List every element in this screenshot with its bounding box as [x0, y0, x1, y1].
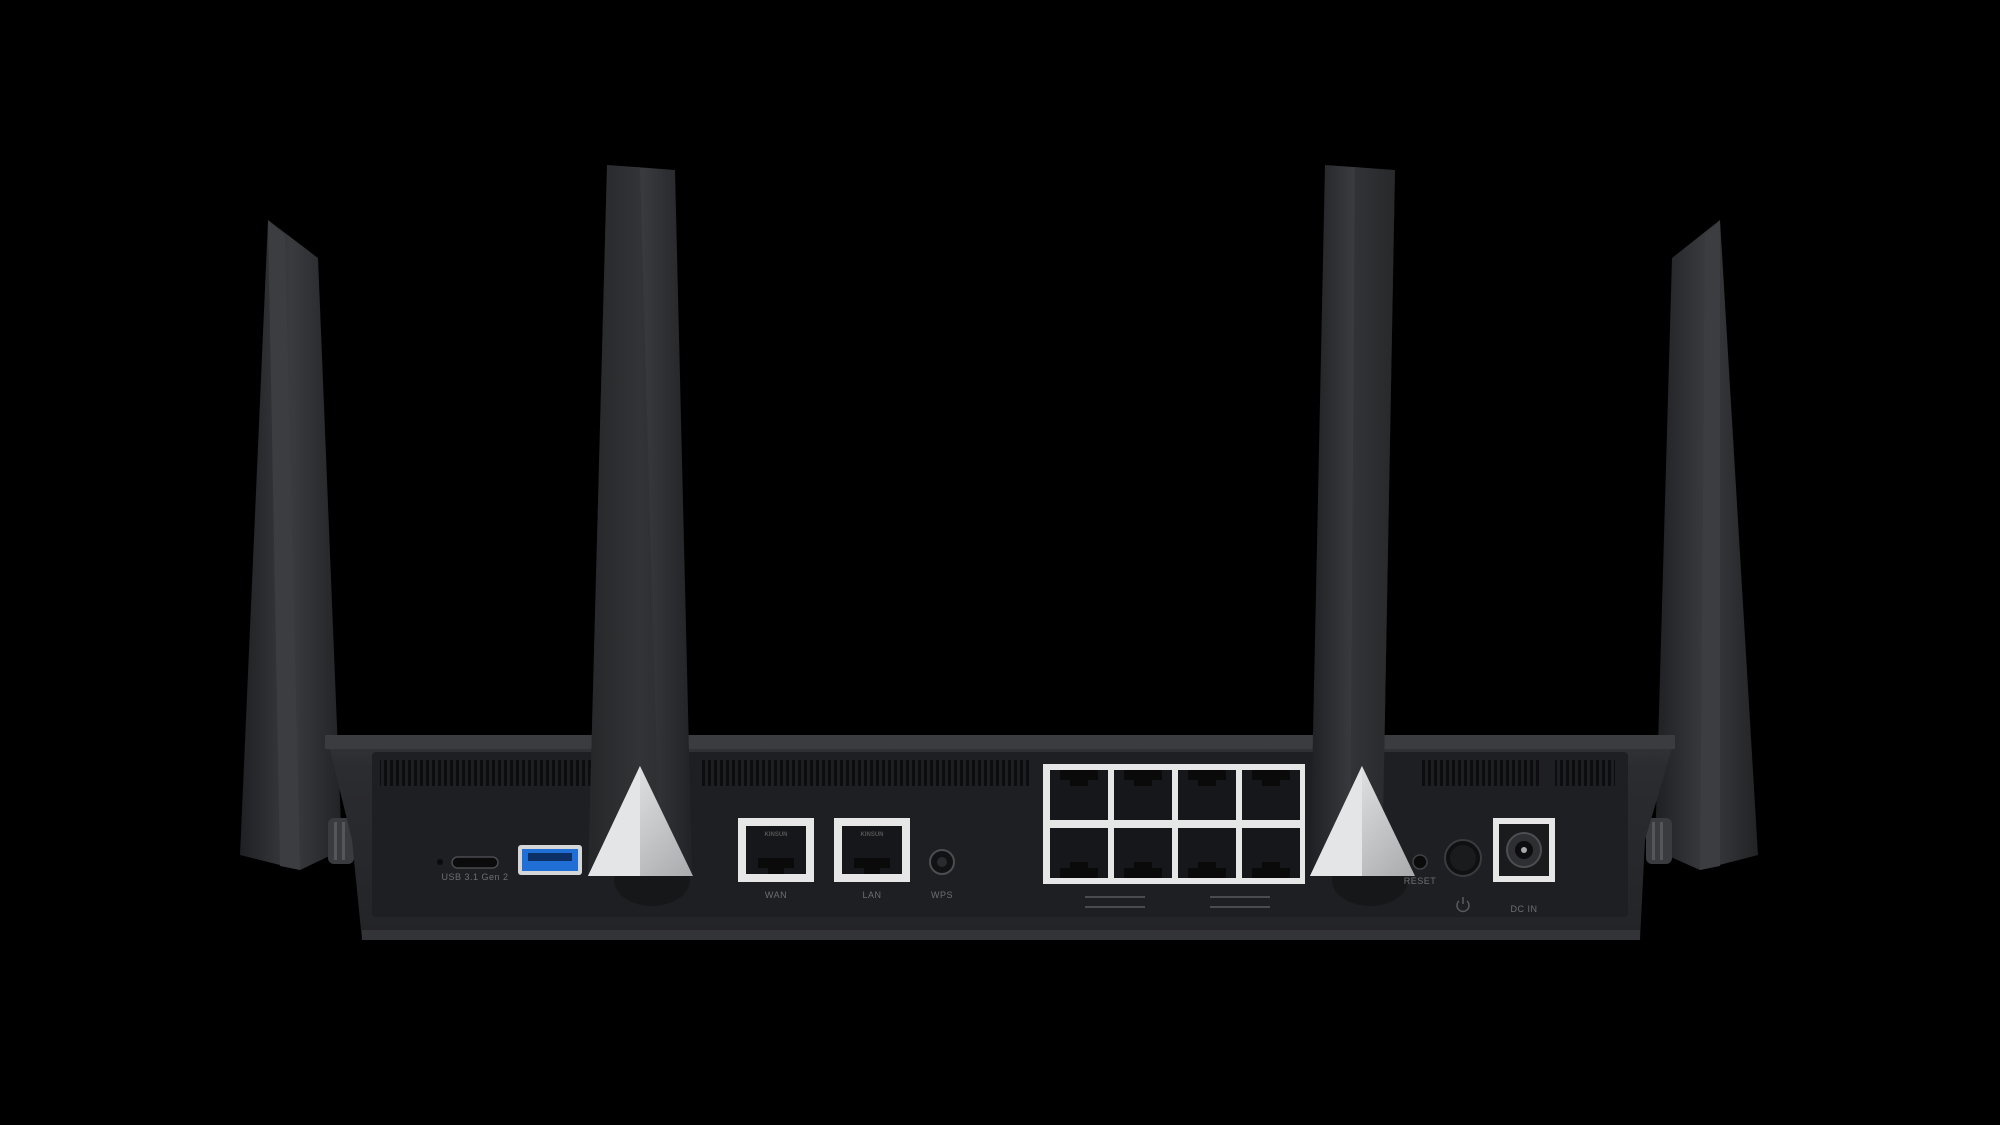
lan1-jack-brand: KINSUN [860, 832, 883, 838]
router-body [325, 735, 1675, 940]
left-hinge [328, 818, 354, 864]
wan-port[interactable]: KINSUN [738, 818, 814, 882]
lan-port[interactable] [1114, 828, 1172, 878]
reset-label: RESET [1404, 876, 1437, 886]
usb-c-port[interactable] [437, 856, 499, 869]
power-icon [1456, 897, 1470, 913]
power-button[interactable] [1444, 839, 1482, 877]
lan1-port[interactable]: KINSUN [834, 818, 910, 882]
lan-port[interactable] [1178, 770, 1236, 820]
usb-label: USB 3.1 Gen 2 [441, 872, 508, 882]
antenna-far-right [1655, 220, 1758, 870]
lan-port-block [1043, 764, 1305, 884]
wan-jack-brand: KINSUN [764, 832, 787, 838]
lan-port[interactable] [1114, 770, 1172, 820]
antenna-inner-left [588, 165, 693, 876]
reset-button[interactable] [1412, 854, 1428, 870]
lan1-label: LAN [862, 890, 881, 900]
lan-group-markers [1085, 896, 1270, 908]
dc-in-port[interactable] [1493, 818, 1555, 882]
right-hinge [1646, 818, 1672, 864]
antenna-far-left [240, 220, 342, 870]
lan-port[interactable] [1050, 770, 1108, 820]
lan-port[interactable] [1242, 770, 1300, 820]
lan-port[interactable] [1178, 828, 1236, 878]
dc-label: DC IN [1511, 904, 1538, 914]
wan-label: WAN [765, 890, 787, 900]
antenna-inner-right [1310, 165, 1415, 876]
lan-port[interactable] [1050, 828, 1108, 878]
wps-button[interactable] [929, 849, 955, 875]
lan-port[interactable] [1242, 828, 1300, 878]
wps-label: WPS [931, 890, 953, 900]
usb-a-port[interactable] [518, 845, 582, 875]
